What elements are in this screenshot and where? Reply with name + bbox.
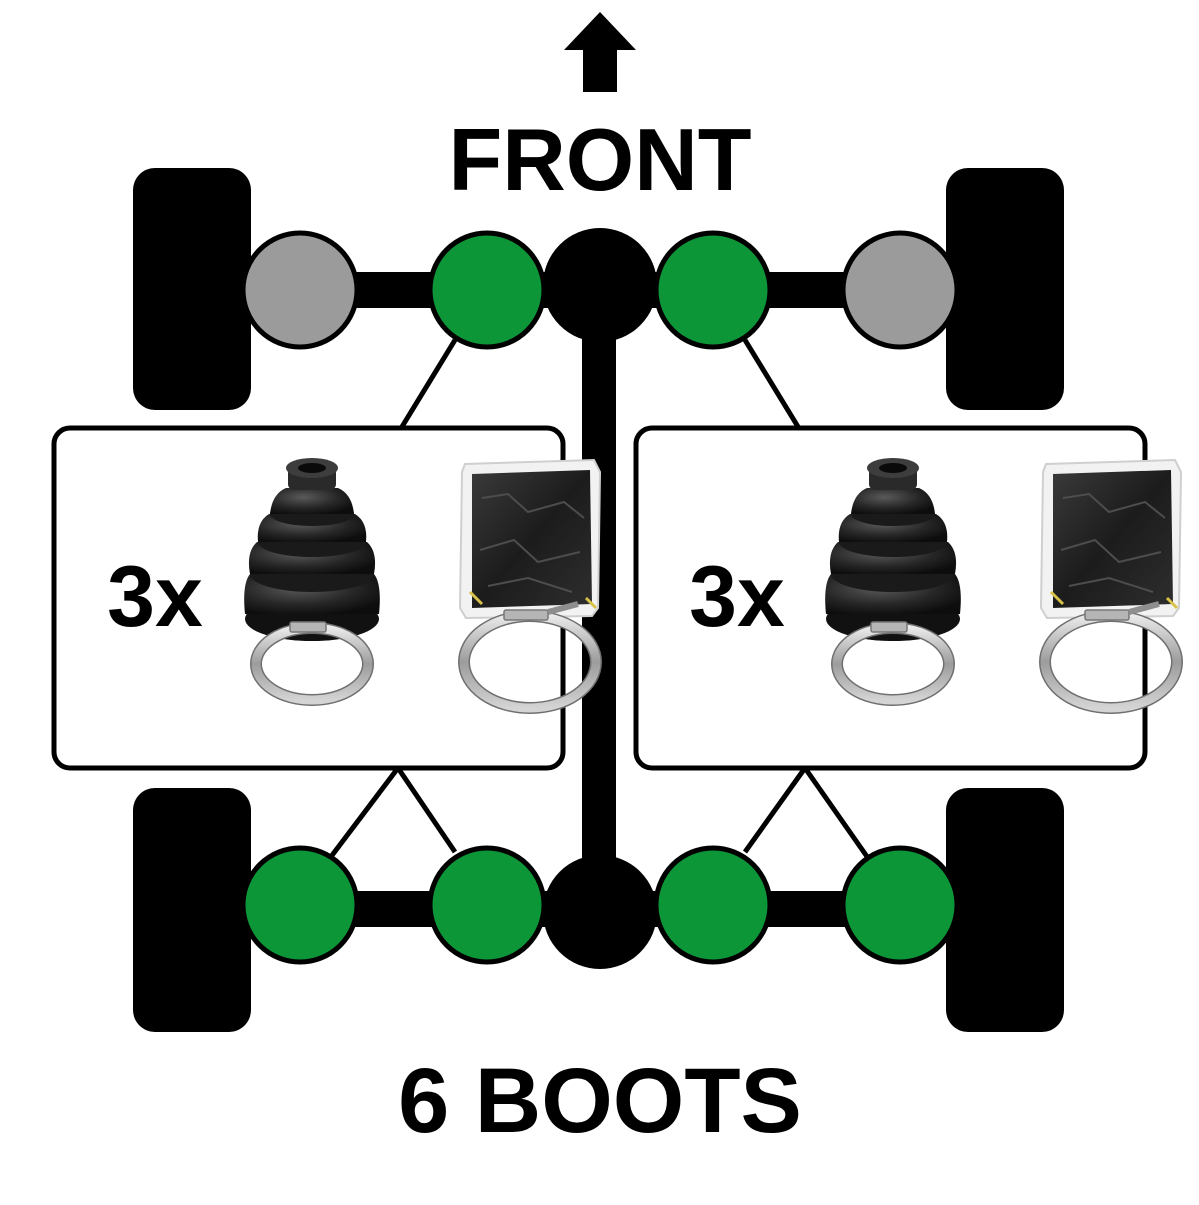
front-outer-joint-left xyxy=(240,230,360,350)
kit-quantity-label: 3x xyxy=(107,549,203,645)
rear-boot-inner-right xyxy=(653,845,773,965)
connector-lines xyxy=(328,338,871,860)
rear-axle xyxy=(133,788,1064,1032)
rear-tire-left xyxy=(133,788,251,1032)
rear-boot-outer-left xyxy=(240,845,360,965)
rear-boot-inner-left xyxy=(427,845,547,965)
front-differential xyxy=(543,228,657,342)
front-tire-left xyxy=(133,168,251,410)
rear-boot-outer-right xyxy=(840,845,960,965)
boot-count-label: 6 BOOTS xyxy=(398,1050,802,1152)
up-arrow-icon xyxy=(564,12,636,92)
kit-box-right: 3x xyxy=(633,425,1181,771)
front-boot-left xyxy=(427,230,547,350)
kit-quantity-label: 3x xyxy=(689,549,785,645)
rear-tire-right xyxy=(946,788,1064,1032)
front-label: FRONT xyxy=(448,110,751,209)
front-boot-right xyxy=(653,230,773,350)
kit-box-left: 3x xyxy=(51,425,600,771)
rear-differential xyxy=(543,855,657,969)
front-tire-right xyxy=(946,168,1064,410)
front-axle xyxy=(133,168,1064,410)
front-outer-joint-right xyxy=(840,230,960,350)
